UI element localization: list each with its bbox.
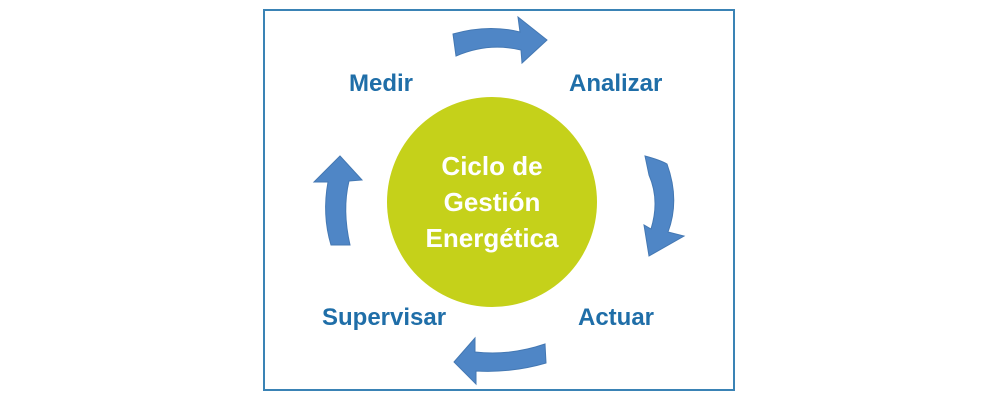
- center-title-line-3: Energética: [425, 223, 559, 253]
- center-title-line-2: Gestión: [443, 187, 541, 217]
- stage-label-measure: Medir: [349, 70, 414, 97]
- stage-label-supervise: Supervisar: [322, 304, 447, 331]
- stage-label-analyze: Analizar: [569, 70, 663, 97]
- center-title-line-1: Ciclo de: [441, 151, 543, 181]
- center-circle: Ciclo de Gestión Energética: [387, 97, 597, 307]
- stage-label-act: Actuar: [578, 304, 655, 331]
